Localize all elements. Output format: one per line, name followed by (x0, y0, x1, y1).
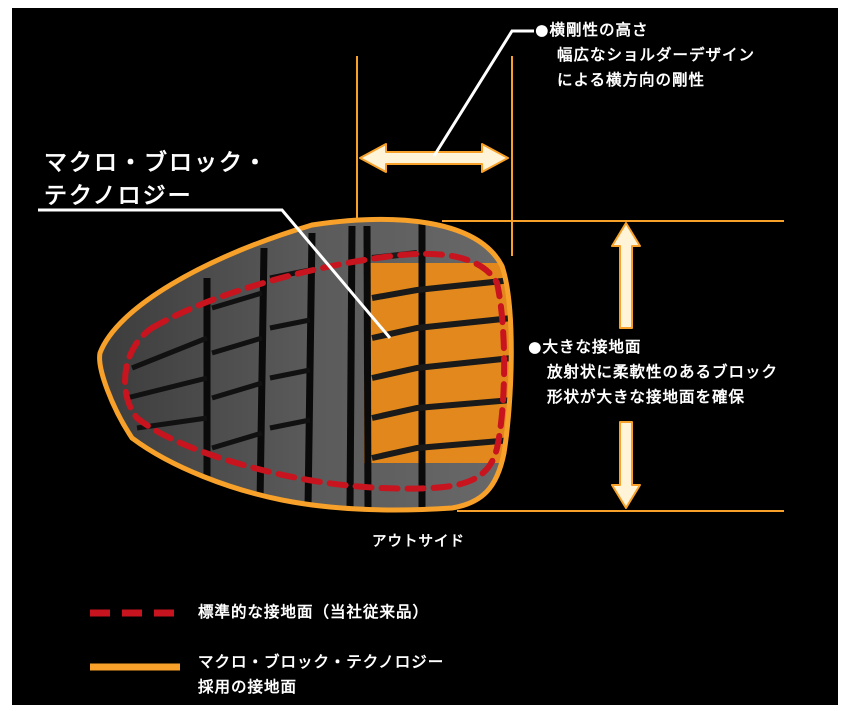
vertical-arrow-bottom-icon (611, 421, 641, 509)
vertical-arrow-top-icon (611, 222, 641, 329)
tire-diagram (38, 29, 784, 671)
lateral-stiffness-line-1: 幅広なショルダーデザイン (557, 46, 756, 64)
contact-patch-line-1: 放射状に柔軟性のあるブロック (547, 363, 779, 381)
lateral-stiffness-heading: ●横剛性の高さ (535, 21, 649, 39)
standard-contact-outline (122, 250, 508, 492)
lateral-leader-line (432, 29, 534, 157)
title-leader-line (38, 208, 392, 339)
diagram-panel: マクロ・ブロック・ テクノロジー ●横剛性の高さ 幅広なショルダーデザイン によ… (12, 8, 838, 705)
title-line-1: マクロ・ブロック・ (44, 150, 269, 176)
title-line-2: テクノロジー (44, 183, 193, 209)
lateral-arrow-icon (359, 143, 509, 173)
outside-label: アウトサイド (372, 534, 465, 550)
legend-macro-line-2: 採用の接地面 (198, 678, 298, 696)
contact-patch-heading: ●大きな接地面 (528, 338, 642, 356)
legend-standard-label: 標準的な接地面（当社従来品） (198, 603, 430, 621)
legend-macro-line-1: マクロ・ブロック・テクノロジー (198, 653, 445, 671)
contact-patch-line-2: 形状が大きな接地面を確保 (547, 388, 746, 406)
lateral-stiffness-line-2: による横方向の剛性 (557, 71, 706, 89)
macro-contact-outline (97, 217, 514, 513)
